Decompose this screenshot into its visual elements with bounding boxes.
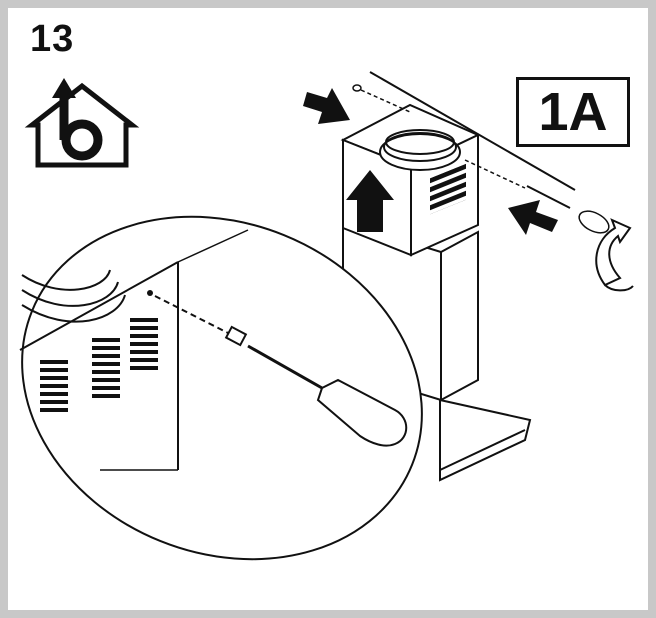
large-screwdriver-icon [224,325,408,447]
part-label-box: 1A [516,77,630,147]
step-number: 13 [30,18,75,60]
detail-magnifier [19,215,423,561]
curved-rotate-arrow-icon [595,218,634,292]
ceiling-line [369,71,576,191]
screwdriver-icon [464,159,610,234]
push-arrow-icon [303,88,558,235]
part-label: 1A [538,82,608,142]
house-up-arrow-b-icon [24,78,140,168]
screw-icon [352,84,411,113]
